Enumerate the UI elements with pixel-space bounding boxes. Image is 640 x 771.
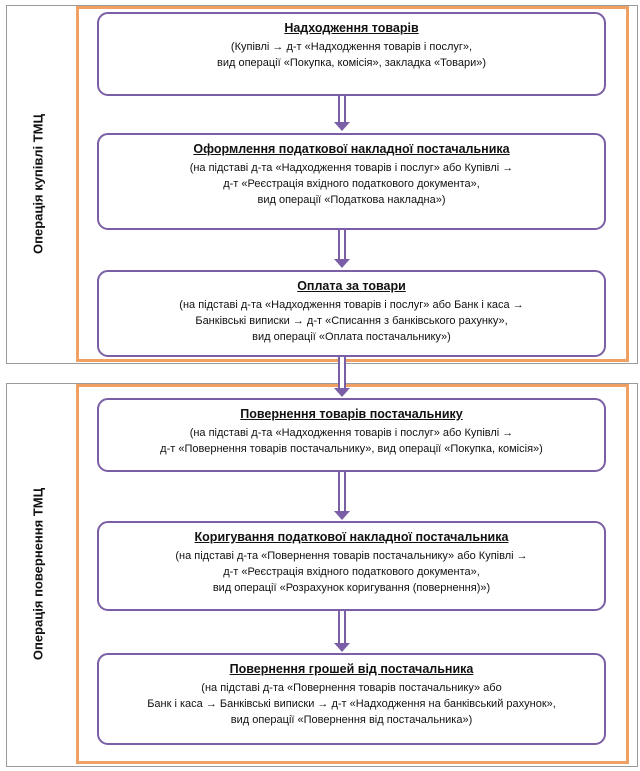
step-tax-invoice-correction-line: (на підставі д-та «Повернення товарів по… bbox=[175, 550, 528, 562]
step-supplier-refund-line: вид операції «Повернення від постачальни… bbox=[230, 714, 473, 726]
step-return-goods-title: Повернення товарів постачальнику bbox=[240, 407, 463, 421]
step-tax-invoice-correction-line: вид операції «Розрахунок коригування (по… bbox=[212, 582, 491, 594]
step-supplier-refund-line: (на підставі д-та «Повернення товарів по… bbox=[201, 682, 502, 694]
step-supplier-tax-invoice-title: Оформлення податкової накладної постачал… bbox=[193, 142, 510, 156]
step-tax-invoice-correction: Коригування податкової накладної постача… bbox=[97, 521, 606, 611]
step-goods-payment-line: (на підставі д-та «Надходження товарів і… bbox=[179, 299, 524, 311]
step-tax-invoice-correction-line: д-т «Реєстрація вхідного податкового док… bbox=[223, 566, 480, 578]
step-goods-payment-line: вид операції «Оплата постачальнику») bbox=[252, 331, 451, 343]
step-goods-receipt-title: Надходження товарів bbox=[284, 21, 419, 35]
step-supplier-tax-invoice-line: д-т «Реєстрація вхідного податкового док… bbox=[223, 178, 480, 190]
step-supplier-refund-title: Повернення грошей від постачальника bbox=[229, 662, 474, 676]
return-section-label-text: Операція повернення ТМЦ bbox=[30, 487, 46, 661]
step-goods-receipt: Надходження товарів (Купівлі → д-т «Надх… bbox=[97, 12, 606, 96]
step-return-goods-line: д-т «Повернення товарів постачальнику», … bbox=[160, 443, 543, 455]
step-return-goods: Повернення товарів постачальнику (на під… bbox=[97, 398, 606, 472]
step-supplier-tax-invoice: Оформлення податкової накладної постачал… bbox=[97, 133, 606, 230]
step-goods-payment: Оплата за товари (на підставі д-та «Надх… bbox=[97, 270, 606, 357]
step-supplier-refund-line: Банк і каса → Банківські виписки → д-т «… bbox=[147, 698, 556, 710]
step-supplier-refund: Повернення грошей від постачальника (на … bbox=[97, 653, 606, 745]
step-goods-payment-title: Оплата за товари bbox=[297, 279, 406, 293]
purchase-section-label-text: Операція купівлі ТМЦ bbox=[30, 114, 46, 254]
step-supplier-tax-invoice-line: (на підставі д-та «Надходження товарів і… bbox=[189, 162, 514, 174]
step-supplier-tax-invoice-line: вид операції «Податкова накладна») bbox=[257, 194, 446, 206]
step-return-goods-line: (на підставі д-та «Надходження товарів і… bbox=[189, 427, 514, 439]
step-goods-receipt-line: вид операції «Покупка, комісія», закладк… bbox=[216, 57, 486, 69]
step-goods-payment-line: Банківські виписки → д-т «Списання з бан… bbox=[195, 315, 508, 327]
step-tax-invoice-correction-title: Коригування податкової накладної постача… bbox=[194, 530, 509, 544]
step-goods-receipt-line: (Купівлі → д-т «Надходження товарів і по… bbox=[230, 41, 473, 53]
